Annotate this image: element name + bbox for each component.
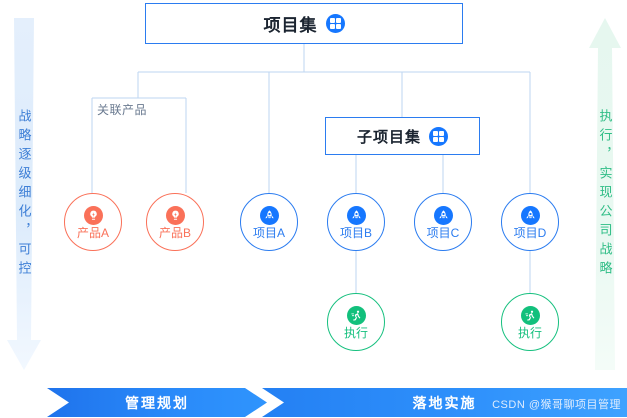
sub-program-label: 子项目集 <box>356 128 421 146</box>
left-strategy-arrow: 战略逐级细化，可控 <box>5 18 43 370</box>
related-products-label: 关联产品 <box>97 103 148 117</box>
phase-planning-label: 管理规划 <box>125 394 189 411</box>
node-project-b[interactable]: 项目B <box>327 193 385 251</box>
node-label: 执行 <box>343 325 368 340</box>
rocket-icon <box>346 205 366 225</box>
rocket-icon <box>433 205 453 225</box>
node-exec-b[interactable]: 执行 <box>327 293 385 351</box>
node-label: 产品B <box>158 225 191 240</box>
node-project-c[interactable]: 项目C <box>414 193 472 251</box>
program-node[interactable]: 项目集 <box>145 3 463 44</box>
node-label: 产品A <box>76 225 109 240</box>
node-project-a[interactable]: 项目A <box>240 193 298 251</box>
runner-icon <box>346 305 366 325</box>
runner-icon <box>520 305 540 325</box>
grid-4-dots-icon <box>429 126 448 146</box>
lightbulb-icon <box>83 205 103 225</box>
left-arrow-label: 战略逐级细化，可控 <box>16 108 32 280</box>
sub-program-node[interactable]: 子项目集 <box>325 117 480 155</box>
node-product-a[interactable]: 产品A <box>64 193 122 251</box>
watermark: CSDN @猴哥聊项目管理 <box>492 399 621 411</box>
down-arrow-shape <box>7 18 41 370</box>
grid-4-dots-icon <box>325 14 345 33</box>
right-execution-arrow: 执行，实现公司战略 <box>588 18 622 370</box>
rocket-icon <box>520 205 540 225</box>
lightbulb-icon <box>165 205 185 225</box>
node-label: 项目A <box>252 225 285 240</box>
rocket-icon <box>259 205 279 225</box>
program-label: 项目集 <box>263 16 318 35</box>
phase-planning[interactable]: 管理规划 <box>47 388 267 417</box>
node-label: 项目C <box>426 225 460 240</box>
node-exec-d[interactable]: 执行 <box>501 293 559 351</box>
phase-implementation[interactable]: 落地实施 <box>262 388 627 417</box>
node-product-b[interactable]: 产品B <box>146 193 204 251</box>
node-label: 执行 <box>517 325 542 340</box>
node-project-d[interactable]: 项目D <box>501 193 559 251</box>
phase-implementation-label: 落地实施 <box>412 394 477 411</box>
right-arrow-label: 执行，实现公司战略 <box>597 108 613 280</box>
node-label: 项目B <box>339 225 372 240</box>
up-arrow-shape <box>589 18 621 370</box>
node-label: 项目D <box>513 225 547 240</box>
